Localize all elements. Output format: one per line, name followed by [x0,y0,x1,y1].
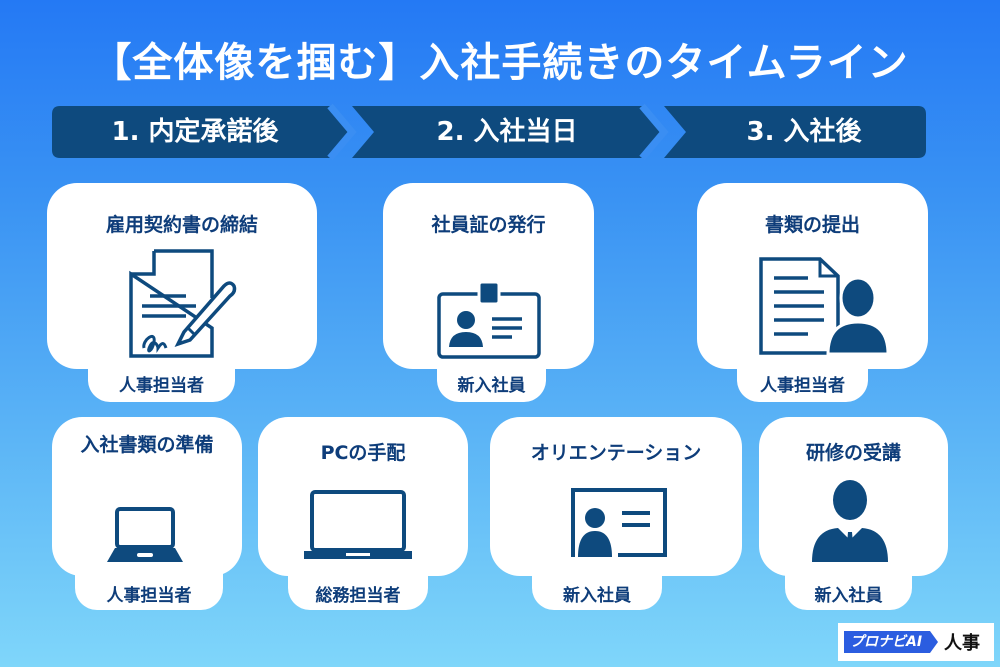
page-title: 【全体像を掴む】入社手続きのタイムライン [91,40,909,86]
task-owner: 人事担当者 [760,376,845,396]
phase-timeline [52,103,926,161]
task-owner: 新入社員 [814,586,883,606]
presentation-board-icon [571,488,667,557]
task-owner: 新入社員 [563,586,631,606]
task-title: 社員証の発行 [431,214,546,236]
task-owner: 人事担当者 [106,586,192,606]
phase-label-2: 2. 入社当日 [436,117,578,147]
brand-text: 人事 [944,633,981,654]
document-person-icon [759,257,888,356]
businessperson-icon [812,480,888,562]
brand-tag: プロナビAI [844,631,939,653]
phase-arrow-2 [352,106,664,158]
task-title: 雇用契約書の締結 [105,214,258,236]
phase-label-1: 1. 内定承諾後 [111,117,279,147]
laptop-icon [304,490,412,559]
task-title: 研修の受講 [805,442,901,464]
task-owner: 総務担当者 [315,586,401,606]
phase-label-3: 3. 入社後 [746,117,862,147]
id-badge-icon [437,280,541,359]
task-owner: 人事担当者 [119,376,204,396]
phase-arrow-3 [664,106,926,158]
task-title: オリエンテーション [530,442,702,464]
phase-arrow-1 [52,106,352,158]
brand-logo: プロナビAI 人事 [838,623,994,661]
task-title: 書類の提出 [764,214,860,236]
contract-signing-icon [129,249,237,358]
task-owner: 新入社員 [457,376,526,396]
task-title: PCの手配 [320,442,406,464]
task-title: 入社書類の準備 [80,434,214,456]
laptop-icon [107,507,183,562]
